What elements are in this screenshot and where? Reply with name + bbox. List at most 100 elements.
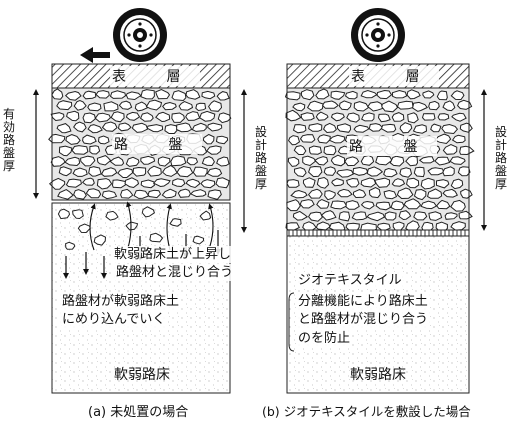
panel-a-design-thickness-label: 設計路盤厚 xyxy=(254,125,267,191)
soil-rise-arrow-icon xyxy=(208,203,214,247)
aggregate-stone xyxy=(64,90,82,101)
aggregate-stone xyxy=(133,189,150,199)
aggregate-stone xyxy=(207,189,222,200)
aggregate-stone xyxy=(169,218,182,227)
aggregate-stone xyxy=(286,179,300,188)
aggregate-stone xyxy=(441,123,459,135)
aggregate-stone xyxy=(450,90,465,101)
aggregate-stone xyxy=(217,112,232,124)
aggregate-stone xyxy=(383,167,398,178)
sink-annotation-line2: にめり込んでいく xyxy=(60,311,168,328)
aggregate-stone xyxy=(376,89,393,100)
aggregate-stone xyxy=(161,188,177,199)
aggregate-stone xyxy=(336,123,352,133)
aggregate-stone xyxy=(161,164,178,177)
aggregate-stone xyxy=(177,188,191,198)
aggregate-stone xyxy=(77,223,91,234)
aggregate-stone xyxy=(149,232,164,243)
sink-annotation-line1: 路盤材が軟弱路床土 xyxy=(60,293,182,310)
panel-b-caption: (b) ジオテキスタイルを敷設した場合 xyxy=(262,404,471,419)
aggregate-stone xyxy=(176,165,194,178)
aggregate-stone xyxy=(353,124,370,133)
aggregate-stone xyxy=(207,100,223,112)
aggregate-stone xyxy=(345,90,358,100)
aggregate-stone xyxy=(201,156,215,167)
aggregate-stone xyxy=(330,154,346,167)
aggregate-stone xyxy=(293,167,307,178)
aggregate-stone xyxy=(73,189,87,200)
aggregate-stone xyxy=(442,143,458,155)
aggregate-stone xyxy=(412,101,428,112)
aggregate-stone xyxy=(58,166,72,177)
wheel-icon xyxy=(113,8,167,62)
aggregate-stone xyxy=(324,190,336,201)
aggregate-stone xyxy=(162,101,177,111)
aggregate-stone xyxy=(437,113,450,121)
aggregate-stone xyxy=(88,166,102,177)
aggregate-stone xyxy=(110,111,125,123)
aggregate-stone xyxy=(406,89,421,100)
aggregate-stone xyxy=(66,110,80,122)
panel-b-base-label: 路 盤 xyxy=(347,136,438,156)
aggregate-stone xyxy=(145,99,163,111)
aggregate-stone xyxy=(422,90,435,99)
aggregate-stone xyxy=(442,188,459,198)
aggregate-stone xyxy=(367,101,384,112)
aggregate-stone xyxy=(330,200,348,210)
aggregate-stone xyxy=(97,135,110,145)
aggregate-stone xyxy=(109,90,127,99)
aggregate-stone xyxy=(391,112,405,122)
aggregate-stone xyxy=(125,221,139,231)
aggregate-stone xyxy=(120,188,134,199)
wheel-icon xyxy=(351,8,405,62)
aggregate-stone xyxy=(389,155,405,167)
aggregate-stone xyxy=(390,200,405,211)
aggregate-stone xyxy=(64,156,81,167)
aggregate-stone xyxy=(460,188,473,199)
aggregate-stone xyxy=(111,179,128,189)
aggregate-stone xyxy=(307,188,323,199)
aggregate-stone xyxy=(317,134,331,144)
aggregate-stone xyxy=(436,179,450,189)
aggregate-stone xyxy=(427,167,445,176)
aggregate-stone xyxy=(323,145,337,156)
panel-a-base-label: 路 盤 xyxy=(112,134,203,154)
aggregate-stone xyxy=(117,122,132,132)
aggregate-stone xyxy=(292,102,306,112)
panel-b-subgrade-label: 軟弱路床 xyxy=(350,367,406,383)
aggregate-stone xyxy=(48,133,66,144)
aggregate-stone xyxy=(87,124,103,134)
aggregate-stone xyxy=(380,123,397,133)
direction-arrow-icon xyxy=(80,47,110,63)
aggregate-stone xyxy=(320,210,337,221)
annotation-bracket xyxy=(288,292,295,352)
separation-annotation-line3: のを防止 xyxy=(296,330,353,347)
aggregate-stone xyxy=(65,178,82,188)
aggregate-stone xyxy=(300,89,315,101)
aggregate-stone xyxy=(328,134,346,144)
aggregate-stone xyxy=(186,157,199,166)
aggregate-stone xyxy=(430,123,442,133)
aggregate-stone xyxy=(191,122,207,132)
aggregate-stone xyxy=(444,212,458,220)
rise-annotation-line1: 軟弱路床土が上昇し xyxy=(112,246,234,263)
aggregate-stone xyxy=(176,122,193,133)
aggregate-stone xyxy=(103,101,119,112)
aggregate-stone xyxy=(375,155,393,166)
rise-annotation-line2: 路盤材と混じり合う xyxy=(114,264,236,281)
aggregate-stone xyxy=(450,178,464,190)
panel-a-surface-label: 表 層 xyxy=(110,66,201,86)
aggregate-stone xyxy=(72,167,88,177)
aggregate-stone xyxy=(420,177,435,190)
aggregate-stone xyxy=(391,178,406,187)
aggregate-stone xyxy=(307,211,323,222)
aggregate-stone xyxy=(155,111,171,123)
aggregate-stone xyxy=(360,89,378,99)
aggregate-stone xyxy=(449,156,466,165)
aggregate-stone xyxy=(132,166,147,177)
aggregate-stone xyxy=(434,156,451,166)
aggregate-stone xyxy=(330,90,346,100)
aggregate-stone xyxy=(338,100,352,111)
panel-b-surface-label: 表 層 xyxy=(349,66,440,86)
